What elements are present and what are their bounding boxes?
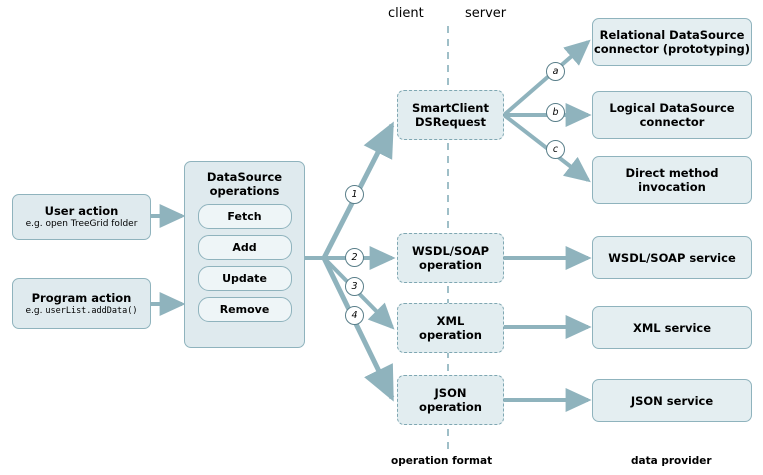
node-logical-datasource-connector[interactable]: Logical DataSource connector <box>592 91 752 139</box>
label-server: server <box>465 6 507 21</box>
program-action-code: userList.addData() <box>45 305 138 316</box>
program-action-prefix: e.g. <box>25 305 46 316</box>
relational-line2: connector (prototyping) <box>593 42 751 56</box>
xml-line2: operation <box>419 328 482 342</box>
logical-line2: connector <box>639 115 705 129</box>
operation-button-update[interactable]: Update <box>197 266 292 291</box>
operation-button-add[interactable]: Add <box>197 235 292 260</box>
marker-b: b <box>546 103 565 122</box>
node-program-action[interactable]: Program action e.g. userList.addData() <box>12 278 151 329</box>
wsdl-line2: operation <box>419 258 482 272</box>
operations-title-line2: operations <box>209 184 280 198</box>
xml-service-label: XML service <box>632 320 711 335</box>
wsdl-line1: WSDL/SOAP <box>411 244 490 258</box>
marker-3: 3 <box>345 277 364 296</box>
operation-button-remove[interactable]: Remove <box>197 297 292 322</box>
logical-line1: Logical DataSource <box>609 101 735 115</box>
json-line1: JSON <box>434 386 467 400</box>
marker-1: 1 <box>345 185 364 204</box>
operations-title-line1: DataSource <box>206 170 283 184</box>
json-service-label: JSON service <box>630 393 714 408</box>
node-wsdl-soap-operation[interactable]: WSDL/SOAP operation <box>397 233 504 283</box>
label-data-provider: data provider <box>631 455 712 467</box>
json-line2: operation <box>419 400 482 414</box>
marker-2: 2 <box>345 248 364 267</box>
operations-title: DataSource operations <box>207 170 282 198</box>
node-program-action-title: Program action <box>31 290 132 305</box>
node-relational-datasource-connector[interactable]: Relational DataSource connector (prototy… <box>592 18 752 66</box>
xml-line1: XML <box>436 314 465 328</box>
node-smartclient-dsrequest[interactable]: SmartClient DSRequest <box>397 90 504 140</box>
node-wsdl-soap-service[interactable]: WSDL/SOAP service <box>592 236 752 279</box>
marker-4: 4 <box>345 306 364 325</box>
node-user-action-title: User action <box>44 204 119 218</box>
node-xml-operation[interactable]: XML operation <box>397 303 504 353</box>
node-json-operation[interactable]: JSON operation <box>397 375 504 425</box>
node-program-action-subtitle: e.g. userList.addData() <box>26 305 138 317</box>
wsdl-service-label: WSDL/SOAP service <box>608 250 736 265</box>
node-direct-method-invocation[interactable]: Direct method invocation <box>592 156 752 204</box>
relational-line1: Relational DataSource <box>599 28 745 42</box>
marker-a: a <box>546 62 565 81</box>
node-user-action-subtitle: e.g. open TreeGrid folder <box>25 219 138 229</box>
smartclient-line2: DSRequest <box>414 115 487 129</box>
direct-line1: Direct method <box>625 166 719 180</box>
marker-c: c <box>546 140 565 159</box>
node-xml-service[interactable]: XML service <box>592 306 752 349</box>
node-user-action[interactable]: User action e.g. open TreeGrid folder <box>12 194 151 240</box>
label-client: client <box>388 6 424 21</box>
arrow-a-relational <box>502 39 591 117</box>
node-json-service[interactable]: JSON service <box>592 379 752 422</box>
node-datasource-operations[interactable]: DataSource operations Fetch Add Update R… <box>184 161 305 348</box>
smartclient-line1: SmartClient <box>411 101 489 115</box>
direct-line2: invocation <box>638 180 706 194</box>
operation-button-fetch[interactable]: Fetch <box>197 204 292 229</box>
label-operation-format: operation format <box>391 455 493 467</box>
